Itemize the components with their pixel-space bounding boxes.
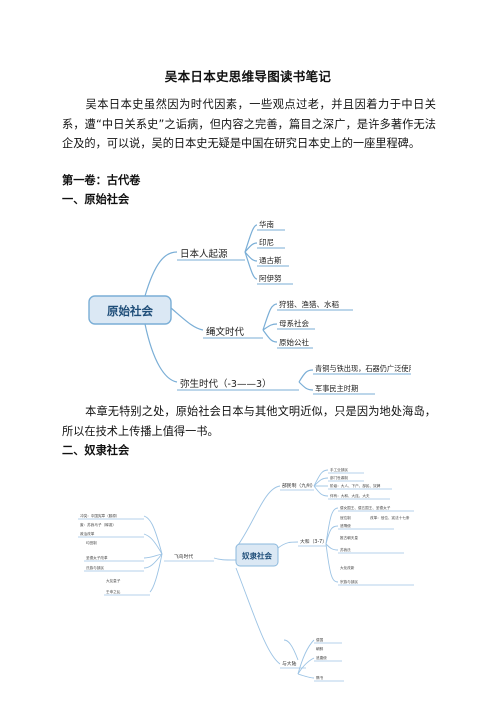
mindmap2-root-node (235, 543, 279, 567)
mindmap1-leaf: 华南 (259, 219, 274, 229)
mindmap1-leaf: 通古斯 (259, 255, 282, 265)
mindmap2-leaf: 手工业部民 (330, 467, 348, 472)
intro-paragraph: 吴本日本史虽然因为时代因素，一些观点过老，并且因着力于中日关系，遭“中日关系史”… (62, 95, 436, 154)
mindmap1-leaf: 阿伊努 (259, 273, 282, 283)
mindmap2-branch-bumin: 部民制（九州） (282, 482, 316, 489)
mindmap1-root-node (88, 295, 172, 325)
mindmap2-leaf: 倭国 (316, 637, 324, 642)
document-title: 吴本日本史思维导图读书笔记 (164, 69, 332, 84)
volume-heading: 第一卷：古代卷 (62, 174, 141, 187)
section2-heading: 二、奴隶社会 (62, 444, 130, 457)
mindmap2-leaf: 遣唐使 (316, 655, 327, 660)
mindmap2-leaf: 政治改革 (80, 531, 95, 536)
mindmap2-leaf: 部门世袭制 (330, 475, 348, 480)
mindmap2-leaf: 圣德太子改革 (86, 555, 108, 560)
section1-heading: 一、原始社会 (62, 193, 130, 206)
section1-summary-text: 本章无特别之处，原始社会日本与其他文明近似，只是因为地处海岛，所以在技术上传播上… (62, 405, 436, 438)
mindmap1-root-label: 原始社会 (107, 304, 153, 318)
mindmap2-branch-yamato: 大和（3-7） (300, 538, 327, 545)
mindmap2-branch-asuka: 飞鸟时代 (174, 553, 193, 560)
mindmap2-leaf: 大友皇子 (106, 578, 121, 583)
mindmap2-root-label: 奴隶社会 (241, 551, 272, 561)
mindmap1-leaf: 母系社会 (279, 318, 309, 328)
mindmap2-leaf: 隋书 (316, 675, 324, 680)
mindmap2-leaf: 宗族与部民 (340, 579, 358, 584)
mindmap1-branch-origin: 日本人起源 (180, 248, 228, 260)
mindmap2-leaf: 朝鲜 (316, 646, 324, 651)
mindmap1-leaf: 原始公社 (279, 337, 309, 347)
mindmap2-leaf: 改革：冠位、宪法十七条 (370, 515, 410, 520)
mindmap2-leaf: 冠位制 (340, 515, 351, 520)
mindmap2-leaf: 大化改新 (340, 565, 355, 570)
mindmap1-leaf: 狩猎、渔猎、水稻 (279, 299, 339, 309)
mindmap2-leaf: 氏族与部民 (86, 565, 104, 570)
mindmap1-leaf: 印尼 (259, 238, 274, 247)
intro-text: 吴本日本史虽然因为时代因素，一些观点过老，并且因着力于中日关系，遭“中日关系史”… (62, 98, 436, 151)
mindmap2-branch-continent: 与大陆 (282, 660, 297, 667)
mindmap1-branch-jomon: 绳文时代 (206, 326, 245, 338)
mindmap2-leaf: 废：苏我马子（释迦） (80, 522, 116, 527)
mindmap2-leaf: 伴有：大和、大连、大夫 (330, 493, 370, 498)
mindmap1-leaf: 青铜与铁出现，石器仍广泛使用 (315, 364, 411, 373)
mindmap2-leaf: 推古朝天皇 (340, 535, 358, 540)
section1-summary-paragraph: 本章无特别之处，原始社会日本与其他文明近似，只是因为地处海岛，所以在技术上传播上… (62, 402, 436, 441)
mindmap2-leaf: 倭女国王、倭五国王、圣德太子 (340, 505, 391, 510)
mindmap2-leaf: 遣隋使 (340, 523, 351, 528)
mindmap2-leaf: 冲突：中国宪章（藤原） (80, 513, 120, 518)
mindmap2-leaf: 阶级：大人、下户、部民、奴婢 (330, 483, 381, 488)
mindmap2-leaf: 苏我氏 (340, 547, 351, 552)
mindmap-primitive-society: 原始社会 日本人起源 绳文时代 弥生时代（-3——3） 华南 印尼 通古斯 阿伊… (88, 219, 411, 395)
mindmap-slave-society: 奴隶社会 部民制（九州） 大和（3-7） 飞鸟时代 与大陆 手工业部民 部门世袭… (78, 467, 414, 682)
mindmap1-branch-yayoi: 弥生时代（-3——3） (180, 378, 272, 390)
mindmap2-leaf: 均田制 (86, 540, 97, 545)
mindmap1-leaf: 军事民主时期 (315, 384, 358, 393)
mindmap2-leaf: 壬申之乱 (106, 589, 121, 594)
